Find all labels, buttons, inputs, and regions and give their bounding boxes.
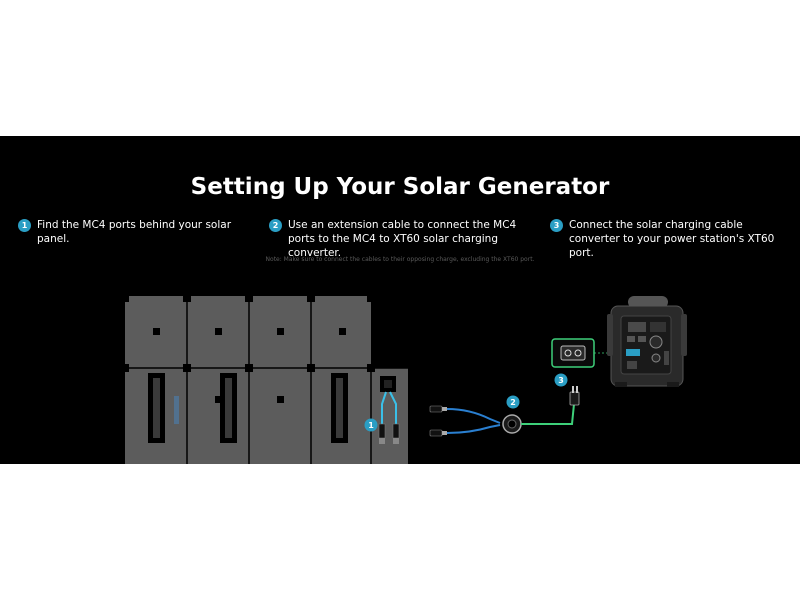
extension-cable xyxy=(429,405,501,437)
step-1-text: Find the MC4 ports behind your solar pan… xyxy=(37,219,232,245)
step-2: 2 Use an extension cable to connect the … xyxy=(269,218,539,260)
step-2-badge: 2 xyxy=(269,219,282,232)
marker-1-label: 1 xyxy=(368,421,374,430)
solar-setup-banner: Setting Up Your Solar Generator 1 Find t… xyxy=(0,136,800,464)
xt60-port-callout xyxy=(551,338,626,368)
solar-panel xyxy=(121,294,408,464)
connection-note: Note: Make sure to connect the cables to… xyxy=(265,256,535,263)
step-1: 1 Find the MC4 ports behind your solar p… xyxy=(18,218,258,246)
step-3-text: Connect the solar charging cable convert… xyxy=(569,219,775,259)
marker-1: 1 xyxy=(364,418,378,432)
step-2-text: Use an extension cable to connect the MC… xyxy=(288,219,517,259)
mc4-to-xt60-converter xyxy=(502,386,580,434)
marker-2: 2 xyxy=(506,395,520,409)
step-3-badge: 3 xyxy=(550,219,563,232)
marker-3-label: 3 xyxy=(558,376,564,385)
step-3: 3 Connect the solar charging cable conve… xyxy=(550,218,790,260)
step-1-badge: 1 xyxy=(18,219,31,232)
marker-3: 3 xyxy=(554,373,568,387)
mc4-leads xyxy=(378,391,400,444)
power-station xyxy=(607,296,687,387)
marker-2-label: 2 xyxy=(510,398,516,407)
page-title: Setting Up Your Solar Generator xyxy=(190,174,610,200)
setup-diagram: 1 2 3 xyxy=(121,294,687,464)
